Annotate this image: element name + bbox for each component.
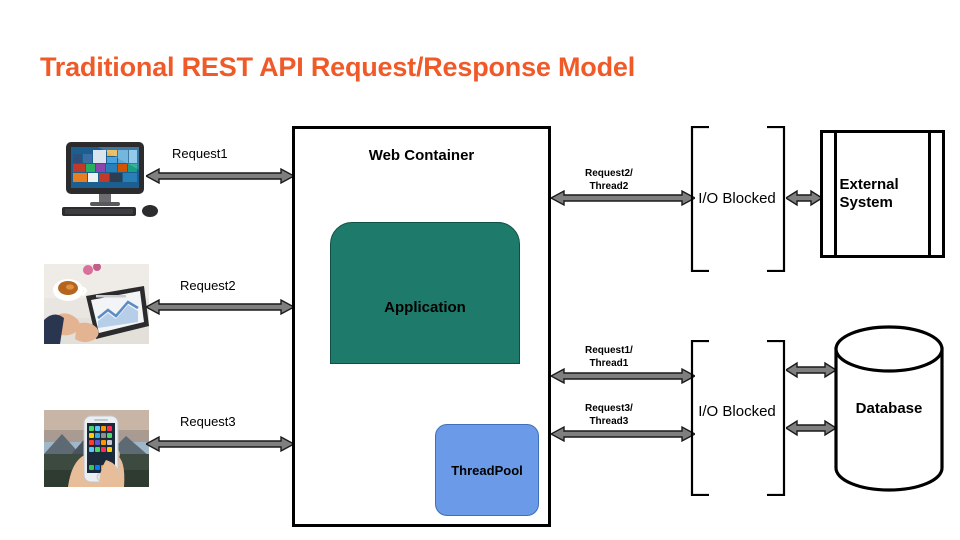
database-cylinder: Database	[833, 325, 945, 492]
application-shape: Application	[330, 222, 520, 364]
io-blocked-label-bottom: I/O Blocked	[698, 403, 776, 420]
component-bar-right	[928, 133, 931, 255]
arrow-client-request1	[146, 166, 294, 186]
application-label: Application	[384, 298, 466, 316]
page-title: Traditional REST API Request/Response Mo…	[40, 52, 635, 82]
label-request1: Request1	[172, 146, 228, 161]
smartphone-photo-icon	[44, 410, 149, 487]
desktop-computer-icon	[54, 140, 162, 220]
arrow-request1-thread1	[551, 366, 695, 386]
arrow-client-request3	[146, 434, 294, 454]
threadpool-shape: ThreadPool	[435, 424, 539, 516]
arrow-io-to-external-system	[786, 188, 822, 208]
tablet-photo-icon	[44, 264, 149, 344]
database-label: Database	[855, 400, 923, 417]
arrow-io-to-database-1	[786, 360, 836, 380]
arrow-request2-thread2	[551, 188, 695, 208]
label-request2: Request2	[180, 278, 236, 293]
label-request3-thread3: Request3/ Thread3	[585, 403, 633, 427]
label-request1-thread1: Request1/ Thread1	[585, 345, 633, 369]
io-bracket-right-bottom	[766, 340, 788, 496]
label-request2-thread2: Request2/ Thread2	[585, 168, 633, 192]
io-bracket-right-top	[766, 126, 788, 272]
web-container-title: Web Container	[368, 147, 475, 164]
arrow-client-request2	[146, 297, 294, 317]
io-bracket-left-top	[688, 126, 710, 272]
io-blocked-label-top: I/O Blocked	[698, 190, 776, 207]
external-system-box: External System	[820, 130, 945, 258]
io-bracket-left-bottom	[688, 340, 710, 496]
arrow-io-to-database-2	[786, 418, 836, 438]
component-bar-left	[834, 133, 837, 255]
label-request3: Request3	[180, 414, 236, 429]
threadpool-label: ThreadPool	[451, 462, 523, 478]
external-system-label: External System	[839, 175, 899, 211]
arrow-request3-thread3	[551, 424, 695, 444]
